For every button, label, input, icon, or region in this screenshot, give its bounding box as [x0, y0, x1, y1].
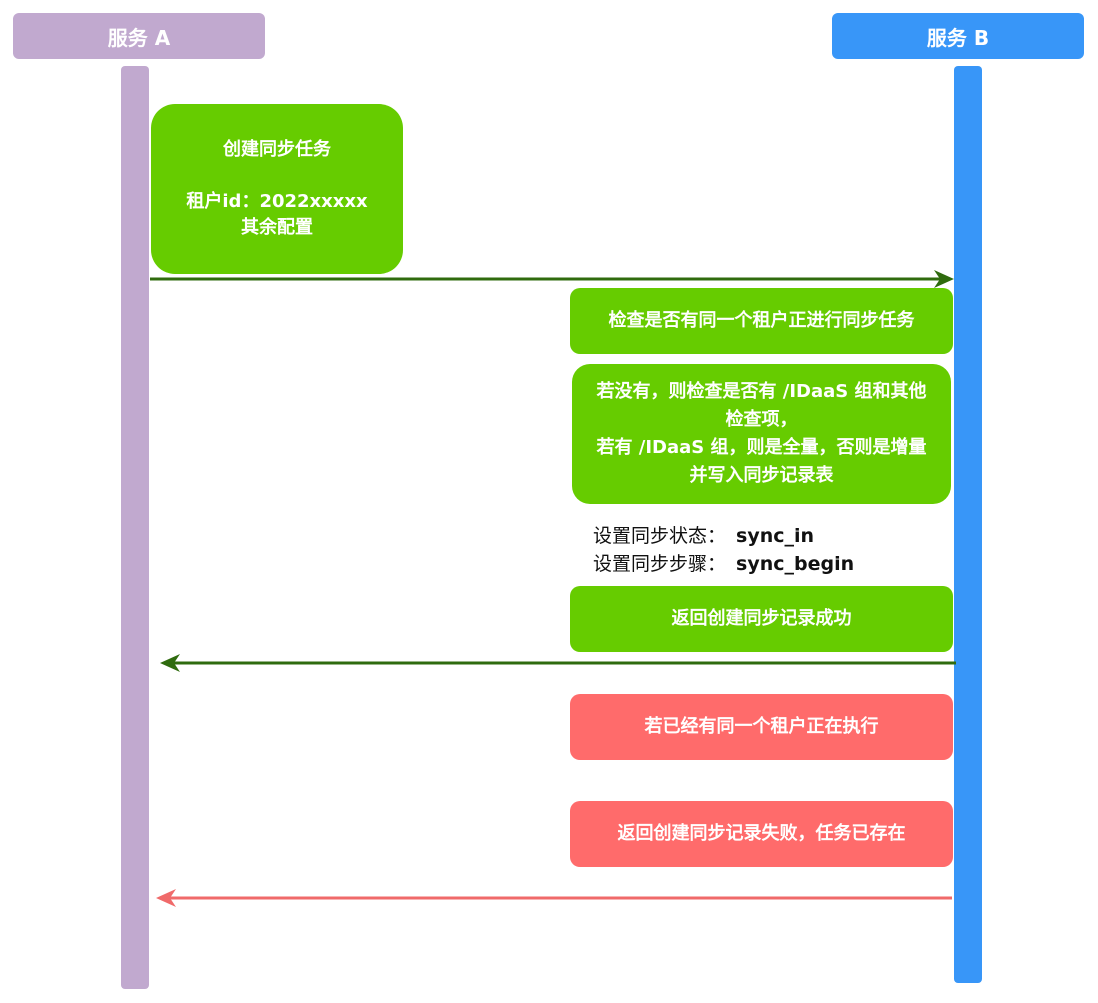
create-sync-task-box: 创建同步任务 租户id：2022xxxxx 其余配置: [151, 104, 403, 274]
idaas-line-1: 若没有，则检查是否有 /IDaaS 组和其他: [596, 381, 927, 402]
return-fail-box: 返回创建同步记录失败，任务已存在: [570, 801, 953, 867]
sync-step-label: 设置同步步骤：: [593, 553, 727, 575]
create-task-title: 创建同步任务: [223, 139, 331, 160]
arrow-success-response: [160, 654, 956, 672]
check-idaas-group-box: 若没有，则检查是否有 /IDaaS 组和其他 检查项， 若有 /IDaaS 组，…: [572, 364, 951, 504]
participant-service-b-header: 服务 B: [832, 13, 1084, 59]
arrow-create-request: [150, 270, 954, 288]
idaas-line-2: 检查项，: [725, 409, 798, 430]
check-tenant-text: 检查是否有同一个租户正进行同步任务: [608, 310, 915, 331]
arrow-left-icon: [156, 889, 176, 907]
already-running-box: 若已经有同一个租户正在执行: [570, 694, 953, 760]
sync-state-label: 设置同步状态：: [593, 525, 727, 547]
participant-service-a-header: 服务 A: [13, 13, 265, 59]
arrow-fail-response: [156, 889, 952, 907]
other-config-text: 其余配置: [241, 217, 313, 238]
sync-state-row: 设置同步状态： sync_in: [593, 522, 854, 550]
participant-service-b-label: 服务 B: [926, 25, 990, 50]
already-running-text: 若已经有同一个租户正在执行: [644, 716, 879, 737]
sync-step-value: sync_begin: [736, 553, 855, 575]
return-fail-text: 返回创建同步记录失败，任务已存在: [617, 823, 906, 844]
return-success-box: 返回创建同步记录成功: [570, 586, 953, 652]
service-b-lifeline: [954, 66, 982, 983]
sync-status-note: 设置同步状态： sync_in 设置同步步骤： sync_begin: [593, 522, 854, 578]
idaas-line-4: 并写入同步记录表: [689, 465, 834, 486]
check-tenant-running-box: 检查是否有同一个租户正进行同步任务: [570, 288, 953, 354]
sync-step-row: 设置同步步骤： sync_begin: [593, 550, 854, 578]
return-success-text: 返回创建同步记录成功: [671, 608, 852, 629]
participant-service-a-label: 服务 A: [107, 25, 171, 50]
service-a-lifeline: [121, 66, 149, 989]
tenant-id-text: 租户id：2022xxxxx: [186, 191, 368, 212]
idaas-line-3: 若有 /IDaaS 组，则是全量，否则是增量: [596, 437, 927, 458]
sync-state-value: sync_in: [736, 525, 815, 547]
arrow-right-icon: [934, 270, 954, 288]
arrow-left-icon: [160, 654, 180, 672]
